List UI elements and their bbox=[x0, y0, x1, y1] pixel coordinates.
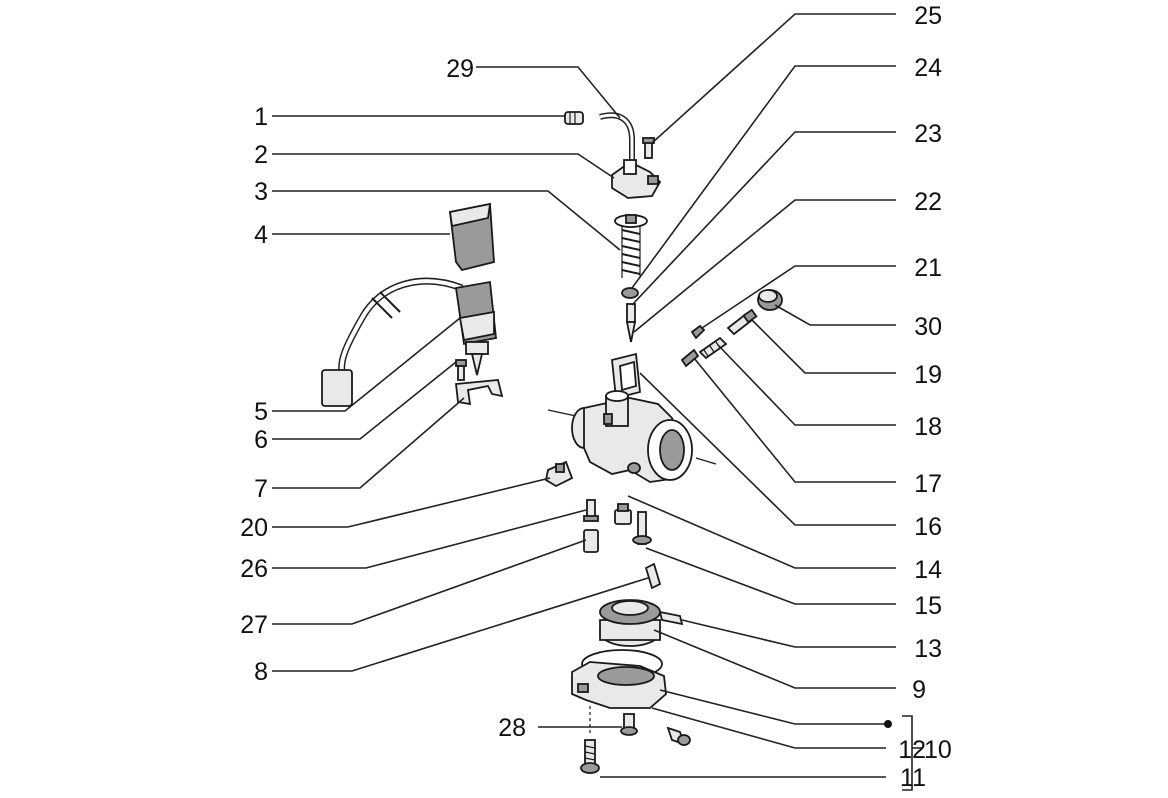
carburetor-body bbox=[547, 390, 717, 483]
parts-drawing bbox=[321, 111, 783, 774]
label-21: 21 bbox=[914, 254, 942, 282]
leader-5 bbox=[272, 317, 461, 412]
leader-7 bbox=[272, 397, 465, 489]
label-3: 3 bbox=[254, 178, 268, 206]
part-10-float-bowl bbox=[571, 649, 667, 709]
leader-8 bbox=[272, 577, 649, 672]
leader-30 bbox=[774, 304, 896, 326]
leader-13 bbox=[681, 619, 896, 648]
label-26: 26 bbox=[240, 555, 268, 583]
part-2-cover bbox=[611, 159, 662, 199]
part-5-choke bbox=[321, 277, 497, 407]
label-16: 16 bbox=[914, 513, 942, 541]
leader-19 bbox=[751, 319, 896, 374]
leader-20 bbox=[272, 477, 551, 528]
label-8: 8 bbox=[254, 658, 268, 686]
label-27: 27 bbox=[240, 611, 268, 639]
label-23: 23 bbox=[914, 120, 942, 148]
part-21-screw bbox=[690, 324, 706, 340]
part-18-screw bbox=[698, 336, 728, 360]
label-7: 7 bbox=[254, 475, 268, 503]
label-10: 10 bbox=[924, 736, 952, 764]
part-4-boot bbox=[448, 202, 495, 272]
part-22-needle bbox=[625, 303, 637, 343]
part-14-nut bbox=[614, 503, 632, 525]
part-6-screw bbox=[455, 359, 467, 381]
leader-9 bbox=[653, 629, 896, 689]
leader-22 bbox=[633, 199, 896, 333]
part-29-cable-sheath bbox=[599, 112, 635, 160]
leader-17 bbox=[693, 357, 896, 483]
part-17-screw bbox=[680, 348, 700, 368]
leader-10 bbox=[659, 689, 888, 725]
label-1: 1 bbox=[254, 103, 268, 131]
part-9-float bbox=[599, 599, 661, 647]
label-28: 28 bbox=[498, 714, 526, 742]
leader-23 bbox=[631, 131, 896, 306]
leader-lines bbox=[272, 13, 922, 791]
label-24: 24 bbox=[914, 54, 942, 82]
label-29: 29 bbox=[446, 55, 474, 83]
part-27-jet-holder bbox=[583, 529, 599, 553]
label-4: 4 bbox=[254, 221, 268, 249]
leader-15 bbox=[645, 547, 896, 605]
leader-18 bbox=[717, 344, 896, 426]
label-2: 2 bbox=[254, 141, 268, 169]
leader-6 bbox=[272, 361, 457, 440]
leader-26 bbox=[272, 509, 587, 569]
leader-29 bbox=[476, 66, 621, 119]
label-30: 30 bbox=[914, 313, 942, 341]
part-25-screw bbox=[642, 137, 655, 159]
part-labels: 25 24 23 22 21 30 19 18 17 16 14 15 13 9… bbox=[240, 2, 952, 792]
leader-10-dot bbox=[884, 720, 892, 728]
label-20: 20 bbox=[240, 514, 268, 542]
part-19-screw bbox=[726, 308, 758, 336]
leader-21 bbox=[701, 265, 896, 329]
leader-16 bbox=[639, 372, 896, 526]
part-28-drain-screw bbox=[620, 713, 638, 736]
part-13-pin bbox=[658, 610, 684, 626]
label-5: 5 bbox=[254, 398, 268, 426]
label-19: 19 bbox=[914, 361, 942, 389]
leader-2 bbox=[272, 153, 615, 179]
part-1-cable-end bbox=[564, 111, 584, 125]
part-20-clamp bbox=[544, 460, 574, 488]
part-24-clip bbox=[621, 287, 639, 299]
label-18: 18 bbox=[914, 413, 942, 441]
leader-24 bbox=[631, 65, 896, 289]
label-6: 6 bbox=[254, 426, 268, 454]
part-26-jet bbox=[583, 499, 599, 522]
label-17: 17 bbox=[914, 470, 942, 498]
label-22: 22 bbox=[914, 188, 942, 216]
label-15: 15 bbox=[914, 592, 942, 620]
bracket-10 bbox=[902, 715, 913, 791]
part-16-throttle-valve bbox=[611, 352, 641, 400]
part-15-screw bbox=[632, 511, 652, 545]
label-11: 11 bbox=[900, 764, 926, 792]
part-12-screw bbox=[666, 726, 691, 746]
leader-3 bbox=[272, 190, 621, 251]
part-11-bolt bbox=[580, 739, 600, 774]
leader-27 bbox=[272, 539, 587, 625]
part-7-bracket bbox=[455, 379, 504, 406]
leader-14 bbox=[627, 495, 896, 569]
part-8-float-needle bbox=[644, 562, 662, 590]
label-12: 12 bbox=[898, 736, 926, 764]
leader-25 bbox=[651, 13, 896, 144]
label-14: 14 bbox=[914, 556, 942, 584]
label-25: 25 bbox=[914, 2, 942, 30]
part-3-spring bbox=[614, 214, 648, 278]
label-9: 9 bbox=[912, 676, 926, 704]
label-13: 13 bbox=[914, 635, 942, 663]
leader-12 bbox=[651, 707, 886, 749]
